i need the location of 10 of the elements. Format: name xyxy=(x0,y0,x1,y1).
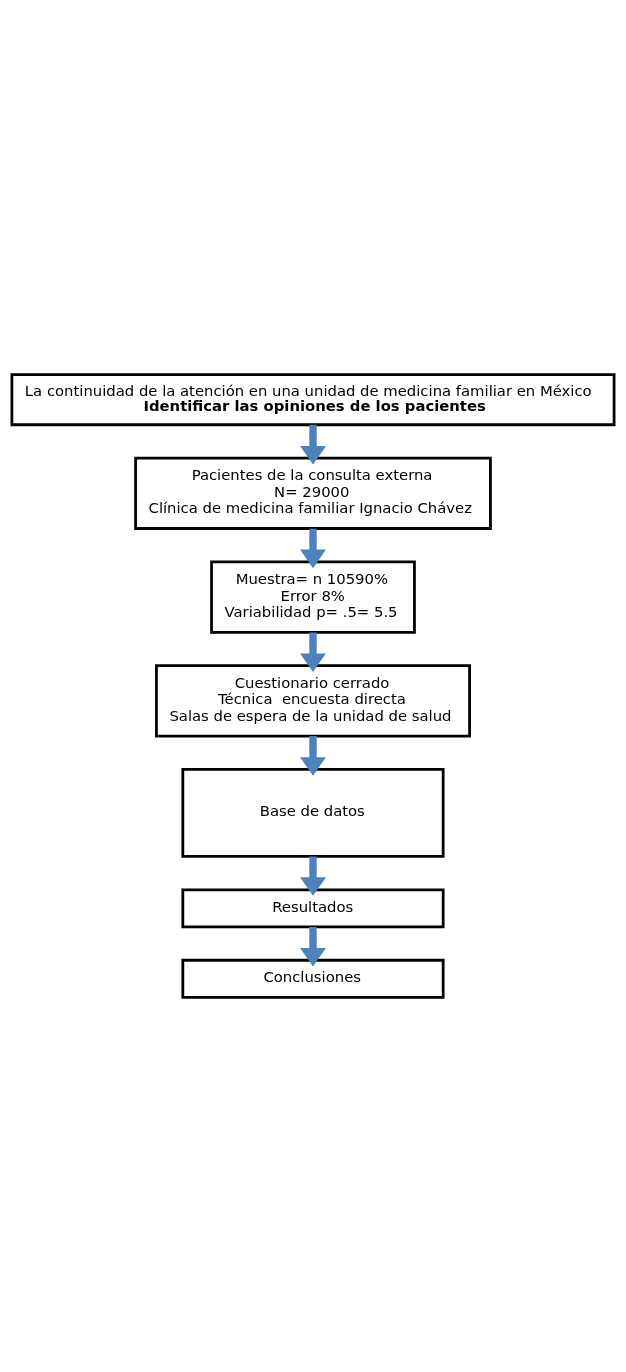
node-box: Conclusiones xyxy=(181,958,445,999)
node-box: Pacientes de la consulta externa N= 29000 Clínica de medicina familiar Ignacio Chávez xyxy=(134,456,492,530)
node-box: Cuestionario cerrado Técnica encuesta directa Salas de espera de la unidad de salud xyxy=(155,664,471,738)
node-box: Base de datos xyxy=(181,768,445,858)
node-box: Resultados xyxy=(181,888,445,929)
arrow xyxy=(300,926,326,967)
node-box: Muestra= n 10590% Error 8% Variabilidad p= .5= 5.5 xyxy=(210,560,416,634)
arrow xyxy=(300,528,326,569)
arrow xyxy=(300,424,326,465)
node-box: La continuidad de la atención en una unidad de medicina familiar en México Identificar las opiniones de los pacientes xyxy=(10,373,616,427)
